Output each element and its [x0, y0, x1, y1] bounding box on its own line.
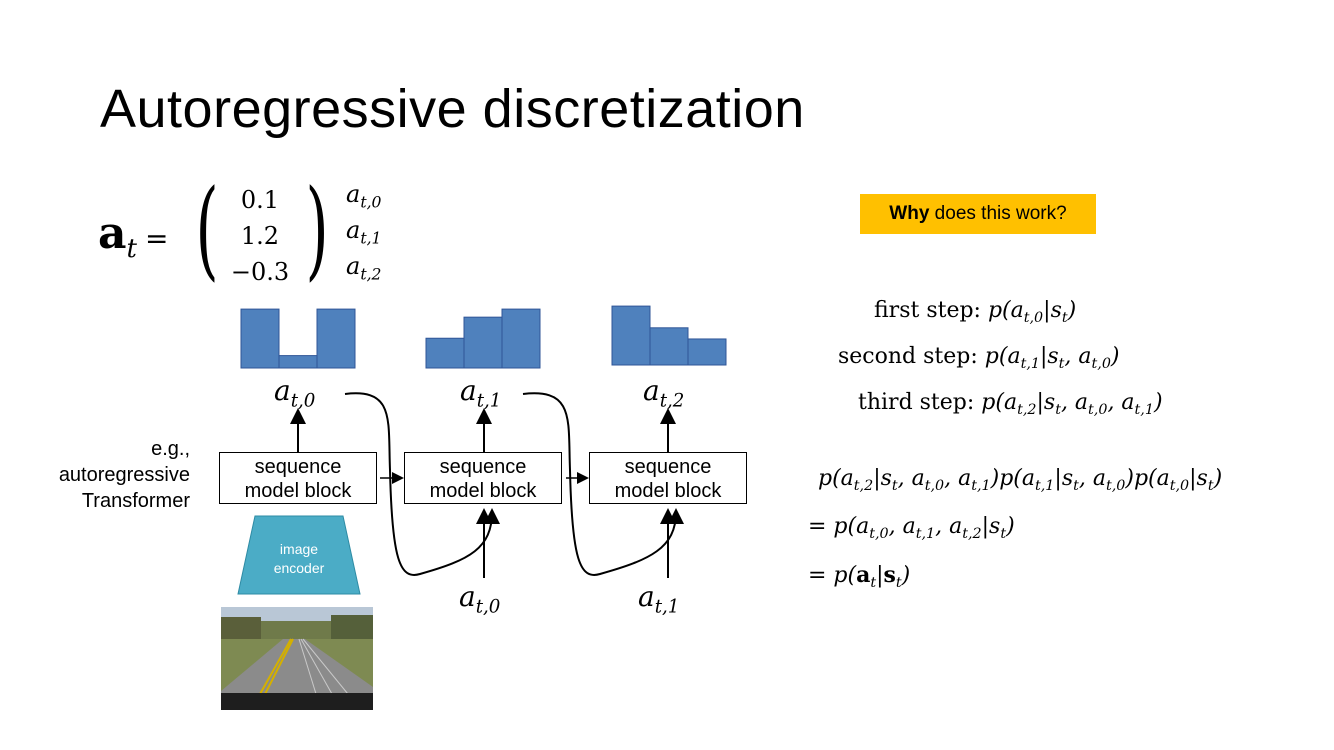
histogram-2-bar-2	[687, 338, 727, 366]
left-paren-icon: (	[195, 167, 219, 292]
vector-value-1: 1.2	[240, 222, 280, 250]
step-first: first step: p(at,0|st)	[874, 298, 1077, 326]
step-third: third step: p(at,2|st, at,0, at,1)	[858, 390, 1163, 418]
step-second: second step: p(at,1|st, at,0)	[838, 344, 1120, 372]
vector-lhs: at=	[98, 208, 169, 265]
why-callout: Why does this work?	[860, 194, 1096, 234]
road-photo	[221, 607, 373, 710]
histogram-1-bar-2	[501, 308, 541, 369]
slide-title: Autoregressive discretization	[100, 79, 805, 139]
product-line-2: = p(at,0, at,1, at,2|st)	[808, 514, 1015, 542]
histogram-0-bar-0	[240, 308, 280, 369]
histogram-1-bar-0	[425, 337, 465, 369]
histogram-2-bar-0	[611, 305, 651, 366]
histograms	[240, 305, 727, 369]
histogram-0-bar-1	[278, 355, 318, 369]
output-var-1: at,1	[460, 374, 502, 412]
histogram-0-bar-2	[316, 308, 356, 369]
output-var-2: at,2	[643, 374, 685, 412]
input-var-0: at,0	[459, 580, 501, 618]
histogram-1-bar-1	[463, 316, 503, 369]
vector-value-0: 0.1	[240, 186, 280, 214]
product-line-3: = p(at|st)	[808, 562, 911, 591]
product-line-1: p(at,2|st, at,0, at,1)p(at,1|st, at,0)p(…	[818, 466, 1223, 494]
vector-value-2: −0.3	[230, 258, 290, 286]
vector-name-2: at,2	[346, 252, 382, 284]
input-var-1: at,1	[638, 580, 680, 618]
output-var-0: at,0	[274, 374, 316, 412]
vector-name-0: at,0	[346, 180, 382, 212]
histogram-2-bar-1	[649, 327, 689, 366]
right-paren-icon: )	[305, 167, 329, 292]
image-encoder-icon	[237, 515, 361, 595]
vector-name-1: at,1	[346, 216, 382, 248]
